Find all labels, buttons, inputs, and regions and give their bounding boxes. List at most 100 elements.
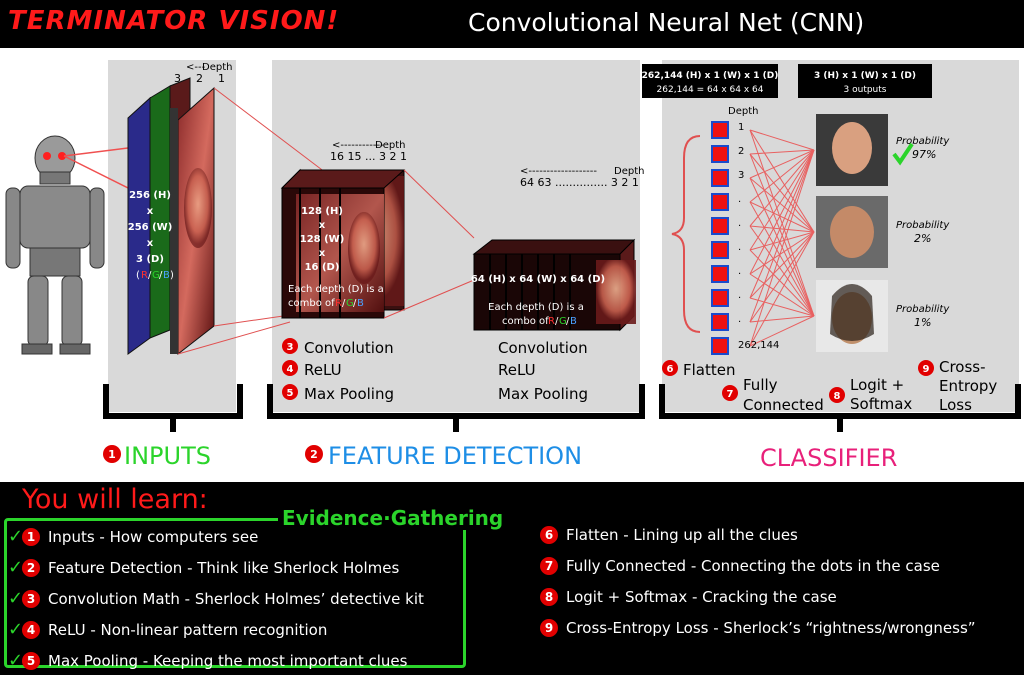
feature2-depth-ticks: 64 63 ............... 3 2 1 xyxy=(520,176,639,189)
evidence-gathering-label: Evidence·Gathering xyxy=(278,506,508,530)
flatten-dims-box xyxy=(642,64,778,98)
feature2-rgb-r: R xyxy=(548,316,555,327)
output-dims-line1: 3 (H) x 1 (W) x 1 (D) xyxy=(814,71,916,81)
flatten-node xyxy=(711,169,729,187)
classifier-depth-tick: 3 xyxy=(738,170,744,181)
feature1-rgb-r: R xyxy=(335,298,342,309)
feature1-depth-label: Depth xyxy=(375,140,405,151)
classifier-depth-tick: . xyxy=(738,194,741,205)
feature1-dim: 128 (W) xyxy=(300,234,345,245)
terminator-robot-icon xyxy=(5,135,129,355)
fc-connection xyxy=(749,315,815,347)
step-convolution-2: Convolution xyxy=(498,339,588,357)
connector-line xyxy=(383,279,475,319)
prob-value-3: 1% xyxy=(914,316,931,329)
learn-item-text: Fully Connected - Connecting the dots in… xyxy=(566,557,940,575)
learn-item: 9 Cross-Entropy Loss - Sherlock’s “right… xyxy=(540,619,976,637)
inputs-rgb-b: B xyxy=(163,270,170,281)
step-badge xyxy=(282,338,298,354)
inputs-rgb-open: ( xyxy=(136,270,140,281)
prob-label-1: Probability xyxy=(896,136,950,147)
feature2-rgb-b: B xyxy=(570,316,577,327)
fc-connection xyxy=(749,149,815,155)
flatten-node xyxy=(711,289,729,307)
feature-volume-2 xyxy=(472,238,636,332)
section-badge xyxy=(103,445,121,463)
output-face-2 xyxy=(830,206,874,258)
connector-line xyxy=(177,321,291,355)
evidence-gathering-box xyxy=(4,518,466,668)
learn-item: 7 Fully Connected - Connecting the dots … xyxy=(540,557,940,575)
check-icon: ✓ xyxy=(8,619,24,640)
learn-item-text: Inputs - How computers see xyxy=(48,527,259,546)
fc-connection xyxy=(749,297,815,317)
step-badge-number: 6 xyxy=(667,364,674,375)
item-badge: 2 xyxy=(22,558,40,577)
output-face-1 xyxy=(832,122,872,174)
prob-label-3: Probability xyxy=(896,304,950,315)
inputs-dim-h: 256 (H) xyxy=(129,190,171,201)
feature1-rgb-sep: / xyxy=(353,298,357,309)
flatten-node xyxy=(711,241,729,259)
fc-connection xyxy=(749,315,815,323)
step-relu: ReLU xyxy=(304,361,342,379)
fc-connection xyxy=(749,201,815,317)
feature1-dim: 16 (D) xyxy=(305,262,340,273)
fc-connection xyxy=(749,225,815,233)
flatten-node xyxy=(711,217,729,235)
feature2-combo-b: combo of xyxy=(502,316,549,327)
feature1-rgb-sep: / xyxy=(342,298,346,309)
step-badge xyxy=(829,387,845,403)
check-icon: ✓ xyxy=(8,557,24,578)
item-badge: 5 xyxy=(22,651,40,670)
learn-item-text: ReLU - Non-linear pattern recognition xyxy=(48,620,328,639)
feature1-rgb-g: G xyxy=(346,298,354,309)
fc-connection xyxy=(749,149,815,227)
inputs-depth-tick: 3 xyxy=(174,72,181,85)
learn-item: 8 Logit + Softmax - Cracking the case xyxy=(540,588,837,606)
check-icon xyxy=(892,142,914,166)
header-bar: TERMINATOR VISION! Convolutional Neural … xyxy=(0,0,1024,48)
step-convolution: Convolution xyxy=(304,339,394,357)
inputs-depth-label: Depth xyxy=(202,62,232,73)
fc-connection xyxy=(749,231,815,251)
step-badge xyxy=(282,384,298,400)
fc-connection xyxy=(749,149,815,179)
step-flatten: Flatten xyxy=(683,361,736,379)
feature1-depth-arrow: <------------ xyxy=(332,140,384,151)
learn-item-text: Cross-Entropy Loss - Sherlock’s “rightne… xyxy=(566,619,976,637)
item-badge: 3 xyxy=(22,589,40,608)
step-badge-number: 5 xyxy=(287,388,294,399)
learn-item: ✓ 5 Max Pooling - Keeping the most impor… xyxy=(8,650,407,671)
inputs-dim-w: 256 (W) xyxy=(128,222,173,233)
input-volume xyxy=(127,77,215,356)
connector-line xyxy=(213,87,339,183)
fc-connection xyxy=(749,201,815,233)
step-maxpool: Max Pooling xyxy=(304,385,394,403)
fc-connection xyxy=(749,177,815,233)
flatten-node xyxy=(711,193,729,211)
flatten-node xyxy=(711,337,729,355)
item-badge: 4 xyxy=(22,620,40,639)
fc-connection xyxy=(749,273,815,317)
flatten-dims-line1: 262,144 (H) x 1 (W) x 1 (D) xyxy=(642,71,779,81)
step-badge xyxy=(722,385,738,401)
prob-label-2: Probability xyxy=(896,220,950,231)
classifier-depth-end: 262,144 xyxy=(738,340,779,351)
inputs-depth-tick: 1 xyxy=(218,72,225,85)
fc-connection xyxy=(749,149,815,203)
inputs-rgb-g: G xyxy=(152,270,160,281)
item-badge: 9 xyxy=(540,619,558,637)
learn-item-text: Feature Detection - Think like Sherlock … xyxy=(48,558,400,577)
classifier-depth-label: Depth xyxy=(728,106,758,117)
inputs-depth-tick: 2 xyxy=(196,72,203,85)
fc-connection xyxy=(749,129,815,233)
learn-item-text: Convolution Math - Sherlock Holmes’ dete… xyxy=(48,589,424,608)
step-badge xyxy=(282,360,298,376)
inputs-rgb-sep: / xyxy=(159,270,163,281)
feature2-depth-label: Depth xyxy=(614,166,644,177)
section-badge-number: 2 xyxy=(310,448,318,461)
inputs-dim-x2: x xyxy=(147,238,154,249)
feature1-depth-ticks: 16 15 ... 3 2 1 xyxy=(330,150,407,163)
classifier-depth-tick: . xyxy=(738,314,741,325)
